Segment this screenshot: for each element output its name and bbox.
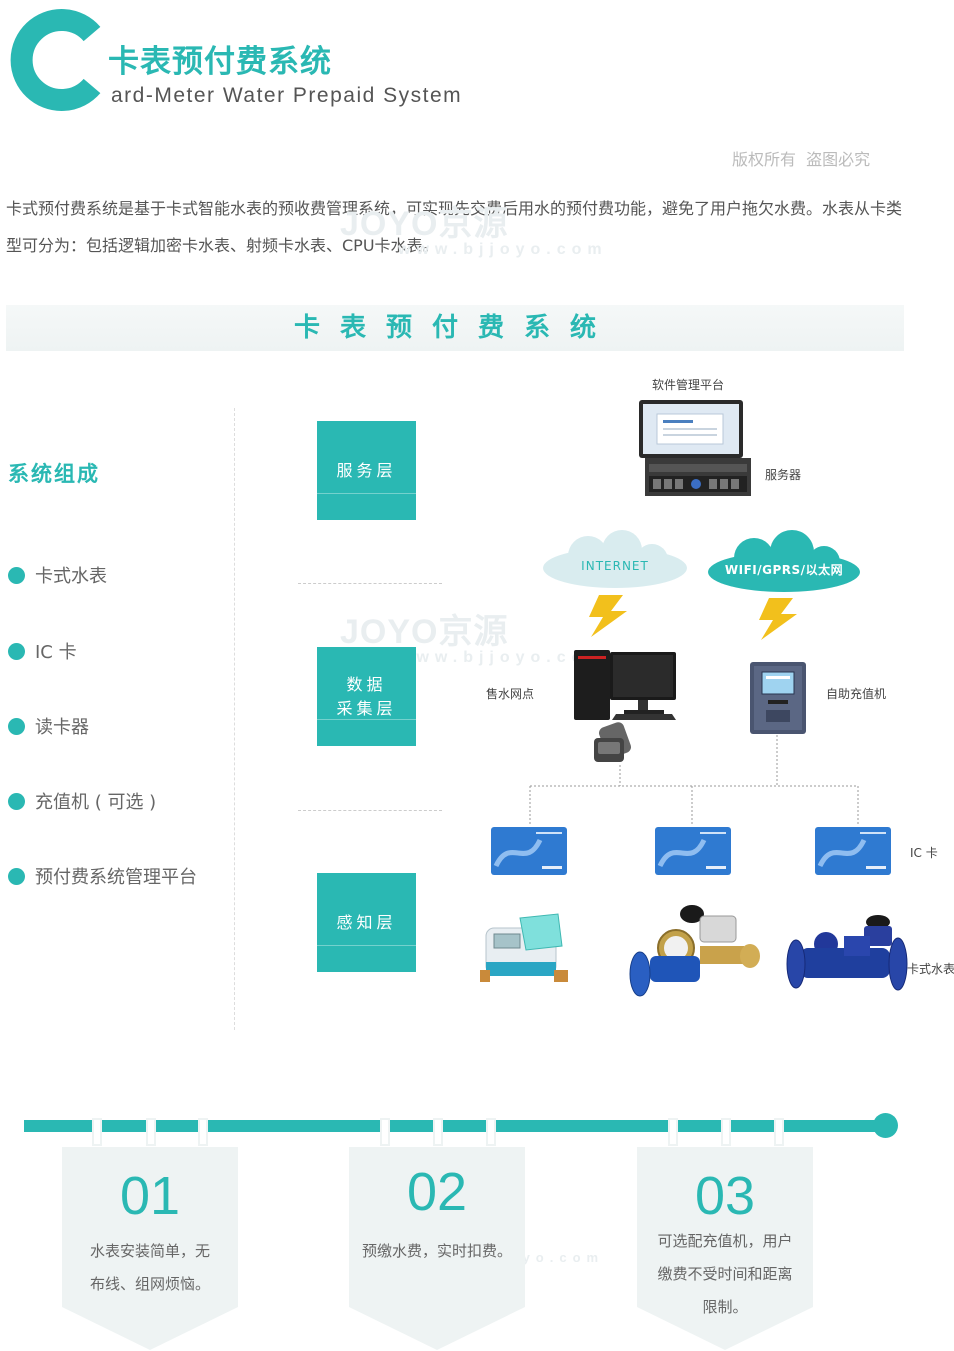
bullet-icon	[8, 792, 25, 810]
layer-perception: 感知层	[317, 873, 416, 972]
cloud-icon	[708, 530, 860, 592]
feature-card-01: 01 水表安装简单，无 布线、组网烦恼。	[62, 1147, 238, 1350]
sales-point-label: 售水网点	[486, 687, 535, 701]
timeline-peg	[433, 1118, 443, 1146]
timeline-peg	[668, 1118, 678, 1146]
internet-label: INTERNET	[581, 559, 649, 573]
card-shape	[62, 1147, 238, 1350]
ic-card-icon	[491, 827, 567, 875]
server-icon	[639, 400, 751, 496]
card-shape	[349, 1147, 525, 1350]
cloud-icon	[543, 530, 687, 588]
timeline-peg	[198, 1118, 208, 1146]
timeline-peg	[146, 1118, 156, 1146]
feature-number: 02	[406, 1162, 468, 1222]
feature-card-02: 02 预缴水费，实时扣费。	[349, 1147, 525, 1350]
divider	[298, 810, 442, 811]
lightning-icon	[589, 595, 627, 637]
timeline-peg	[774, 1118, 784, 1146]
server-label: 服务器	[765, 468, 802, 482]
water-meter-icon	[629, 905, 760, 997]
water-meter-icon	[786, 915, 908, 991]
list-item: 读卡器	[8, 713, 89, 739]
water-meter-icon	[480, 913, 568, 982]
bullet-icon	[8, 867, 25, 885]
computer-icon	[574, 650, 676, 762]
list-item: 预付费系统管理平台	[8, 863, 197, 889]
kiosk-icon	[750, 662, 806, 734]
copyright-notice: 版权所有 盗图必究	[732, 150, 871, 169]
page-title: 卡表预付费系统	[108, 44, 332, 80]
recharge-machine-label: 自助充值机	[826, 687, 887, 701]
timeline-peg	[380, 1118, 390, 1146]
list-item: 充值机 ( 可选 )	[8, 788, 156, 814]
section-banner: 卡表预付费系统	[6, 305, 904, 351]
logo-c-icon	[10, 9, 101, 111]
ic-card-icon	[655, 827, 731, 875]
network-label: WIFI/GPRS/以太网	[724, 563, 844, 577]
timeline-peg	[92, 1118, 102, 1146]
page-subtitle: ard-Meter Water Prepaid System	[111, 84, 463, 107]
banner-title: 卡表预付费系统	[293, 313, 616, 343]
bullet-icon	[8, 566, 25, 584]
intro-paragraph: 卡式预付费系统是基于卡式智能水表的预收费管理系统，可实现先交费后用水的预付费功能…	[6, 199, 903, 255]
card-meter-label: 卡式水表	[907, 962, 954, 976]
ic-card-label: IC 卡	[910, 846, 938, 860]
ic-card-icon	[815, 827, 891, 875]
card-shape	[637, 1147, 813, 1350]
components-title: 系统组成	[8, 462, 100, 486]
divider	[234, 408, 235, 1030]
feature-card-03: 03 可选配充值机，用户 缴费不受时间和距离 限制。	[637, 1147, 813, 1350]
timeline-peg	[486, 1118, 496, 1146]
layer-service: 服务层	[317, 421, 416, 520]
feature-number: 03	[694, 1166, 756, 1226]
feature-text: 水表安装简单，无 布线、组网烦恼。	[89, 1242, 210, 1293]
feature-number: 01	[119, 1166, 181, 1226]
divider	[298, 583, 442, 584]
timeline-peg	[721, 1118, 731, 1146]
list-item: IC 卡	[8, 638, 77, 664]
layer-data-collection: 数据采集层	[317, 647, 416, 746]
list-item: 卡式水表	[8, 562, 107, 588]
connector-lines	[529, 735, 859, 825]
timeline-dot	[873, 1113, 898, 1138]
bullet-icon	[8, 717, 25, 735]
feature-text: 可选配充值机，用户 缴费不受时间和距离 限制。	[657, 1232, 793, 1316]
bullet-icon	[8, 642, 25, 660]
lightning-icon	[759, 598, 797, 640]
platform-label: 软件管理平台	[652, 378, 725, 392]
feature-text: 预缴水费，实时扣费。	[361, 1242, 512, 1260]
